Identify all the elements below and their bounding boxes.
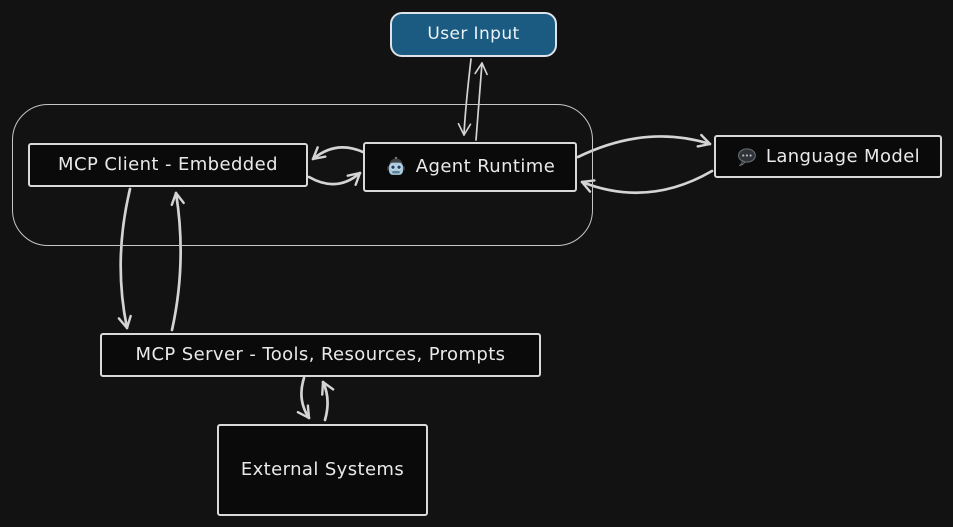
- node-label: Agent Runtime: [415, 156, 556, 177]
- arrow-agent-runtime-to-language-model: [576, 133, 712, 159]
- node-external-systems: External Systems: [217, 424, 428, 516]
- node-agent-runtime: Agent Runtime: [363, 142, 577, 192]
- arrow-user-input-to-agent-runtime: [457, 58, 472, 136]
- arrow-mcp-server-to-mcp-client: [170, 191, 185, 332]
- node-label: MCP Server - Tools, Resources, Prompts: [135, 344, 506, 365]
- node-label: MCP Client - Embedded: [58, 154, 278, 175]
- node-user-input: User Input: [390, 12, 557, 57]
- arrow-agent-runtime-to-user-input: [474, 62, 488, 141]
- arrow-mcp-client-to-mcp-server: [117, 187, 132, 330]
- arrow-language-model-to-agent-runtime: [580, 169, 714, 195]
- host-container-frame: [12, 104, 593, 246]
- node-language-model: Language Model: [714, 135, 942, 178]
- robot-icon: [385, 156, 407, 178]
- node-label: Language Model: [765, 145, 921, 167]
- node-label: User Input: [427, 24, 520, 44]
- arrow-mcp-client-to-agent-runtime: [307, 171, 362, 186]
- arrow-agent-runtime-to-mcp-client: [311, 146, 365, 161]
- node-mcp-server: MCP Server - Tools, Resources, Prompts: [100, 333, 541, 377]
- arrow-external-systems-to-mcp-server: [321, 380, 335, 422]
- node-label: External Systems: [240, 459, 405, 480]
- speech-balloon-icon: [736, 147, 757, 167]
- arrow-mcp-server-to-external-systems: [296, 376, 311, 420]
- node-mcp-client: MCP Client - Embedded: [28, 143, 308, 187]
